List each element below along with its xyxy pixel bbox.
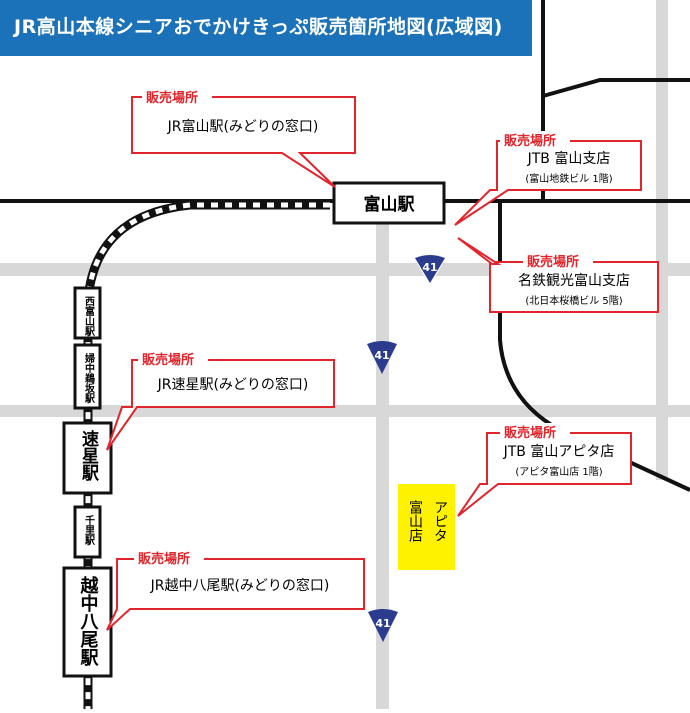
route-signs: 41 41 41 bbox=[367, 255, 447, 642]
route-sign-41-b-label: 41 bbox=[374, 349, 389, 362]
rail-takayama-line-dash bbox=[85, 202, 330, 709]
station-chisato-label: 千里駅 bbox=[83, 514, 96, 546]
apita-store: アピタ 富山店 bbox=[398, 484, 455, 570]
station-hayahoshi-label: 速星駅 bbox=[78, 429, 100, 482]
rail-takayama-line bbox=[83, 200, 330, 709]
route-sign-41-a: 41 bbox=[413, 255, 447, 286]
route-sign-41-c: 41 bbox=[368, 609, 398, 642]
station-fuchu-label: 婦中鵜坂駅 bbox=[83, 352, 96, 404]
callout-4-label: 販売場所 bbox=[142, 352, 194, 368]
page-title: JR高山本線シニアおでかけきっぷ販売箇所地図(広域図) bbox=[14, 16, 503, 38]
callout-6-name: JR越中八尾駅(みどりの窓口) bbox=[150, 577, 330, 594]
callout-1-name: JR富山駅(みどりの窓口) bbox=[167, 118, 319, 135]
station-nishitoyama: 西富山駅 bbox=[73, 286, 102, 340]
callout-4-name: JR速星駅(みどりの窓口) bbox=[157, 376, 309, 393]
callouts: 販売場所 JR富山駅(みどりの窓口) 販売場所 JTB 富山支店 (富山地鉄ビル… bbox=[106, 88, 659, 631]
callout-jr-hayahoshi: 販売場所 JR速星駅(みどりの窓口) bbox=[106, 350, 335, 451]
station-etchuyatsuo-label: 越中八尾駅 bbox=[78, 575, 100, 667]
road-east-west-lower bbox=[0, 405, 690, 417]
callout-3-name: 名鉄観光富山支店 bbox=[518, 272, 630, 289]
station-fuchu: 婦中鵜坂駅 bbox=[73, 343, 102, 410]
apita-store-line1: アピタ bbox=[432, 500, 448, 542]
callout-jtb-toyama: 販売場所 JTB 富山支店 (富山地鉄ビル 1階) bbox=[454, 131, 642, 226]
callout-jtb-apita: 販売場所 JTB 富山アピタ店 (アピタ富山店 1階) bbox=[457, 423, 632, 517]
callout-meitetsu: 販売場所 名鉄観光富山支店 (北日本桜橋ビル 5階) bbox=[457, 237, 659, 313]
callout-5-sub: (アピタ富山店 1階) bbox=[515, 465, 602, 478]
callout-2-sub: (富山地鉄ビル 1階) bbox=[525, 172, 612, 185]
route-sign-41-c-label: 41 bbox=[375, 617, 390, 630]
station-hayahoshi: 速星駅 bbox=[62, 421, 113, 495]
callout-2-label: 販売場所 bbox=[504, 133, 556, 149]
callout-jr-etchuyatsuo: 販売場所 JR越中八尾駅(みどりの窓口) bbox=[106, 549, 365, 631]
callout-5-label: 販売場所 bbox=[504, 425, 556, 441]
callout-3-sub: (北日本桜橋ビル 5階) bbox=[525, 294, 622, 307]
apita-store-line2: 富山店 bbox=[407, 499, 423, 542]
road-north-south-east bbox=[656, 0, 668, 480]
rail-north-b bbox=[542, 78, 690, 98]
route-sign-41-b: 41 bbox=[367, 341, 397, 374]
station-chisato: 千里駅 bbox=[73, 505, 102, 559]
callout-3-label: 販売場所 bbox=[527, 254, 579, 270]
station-toyama-label: 富山駅 bbox=[364, 194, 416, 215]
route-sign-41-a-label: 41 bbox=[422, 261, 437, 274]
station-etchuyatsuo: 越中八尾駅 bbox=[62, 566, 113, 678]
callout-jr-toyama: 販売場所 JR富山駅(みどりの窓口) bbox=[131, 88, 356, 188]
callout-5-name: JTB 富山アピタ店 bbox=[503, 443, 615, 460]
callout-1-label: 販売場所 bbox=[146, 90, 198, 106]
station-toyama: 富山駅 bbox=[332, 181, 446, 225]
header-bar: JR高山本線シニアおでかけきっぷ販売箇所地図(広域図) bbox=[0, 0, 532, 56]
station-nishitoyama-label: 西富山駅 bbox=[83, 296, 96, 337]
stations: 富山駅 西富山駅 婦中鵜坂駅 速星駅 千里駅 越中八尾駅 bbox=[62, 181, 446, 678]
callout-2-name: JTB 富山支店 bbox=[527, 150, 611, 167]
callout-6-label: 販売場所 bbox=[138, 551, 190, 567]
